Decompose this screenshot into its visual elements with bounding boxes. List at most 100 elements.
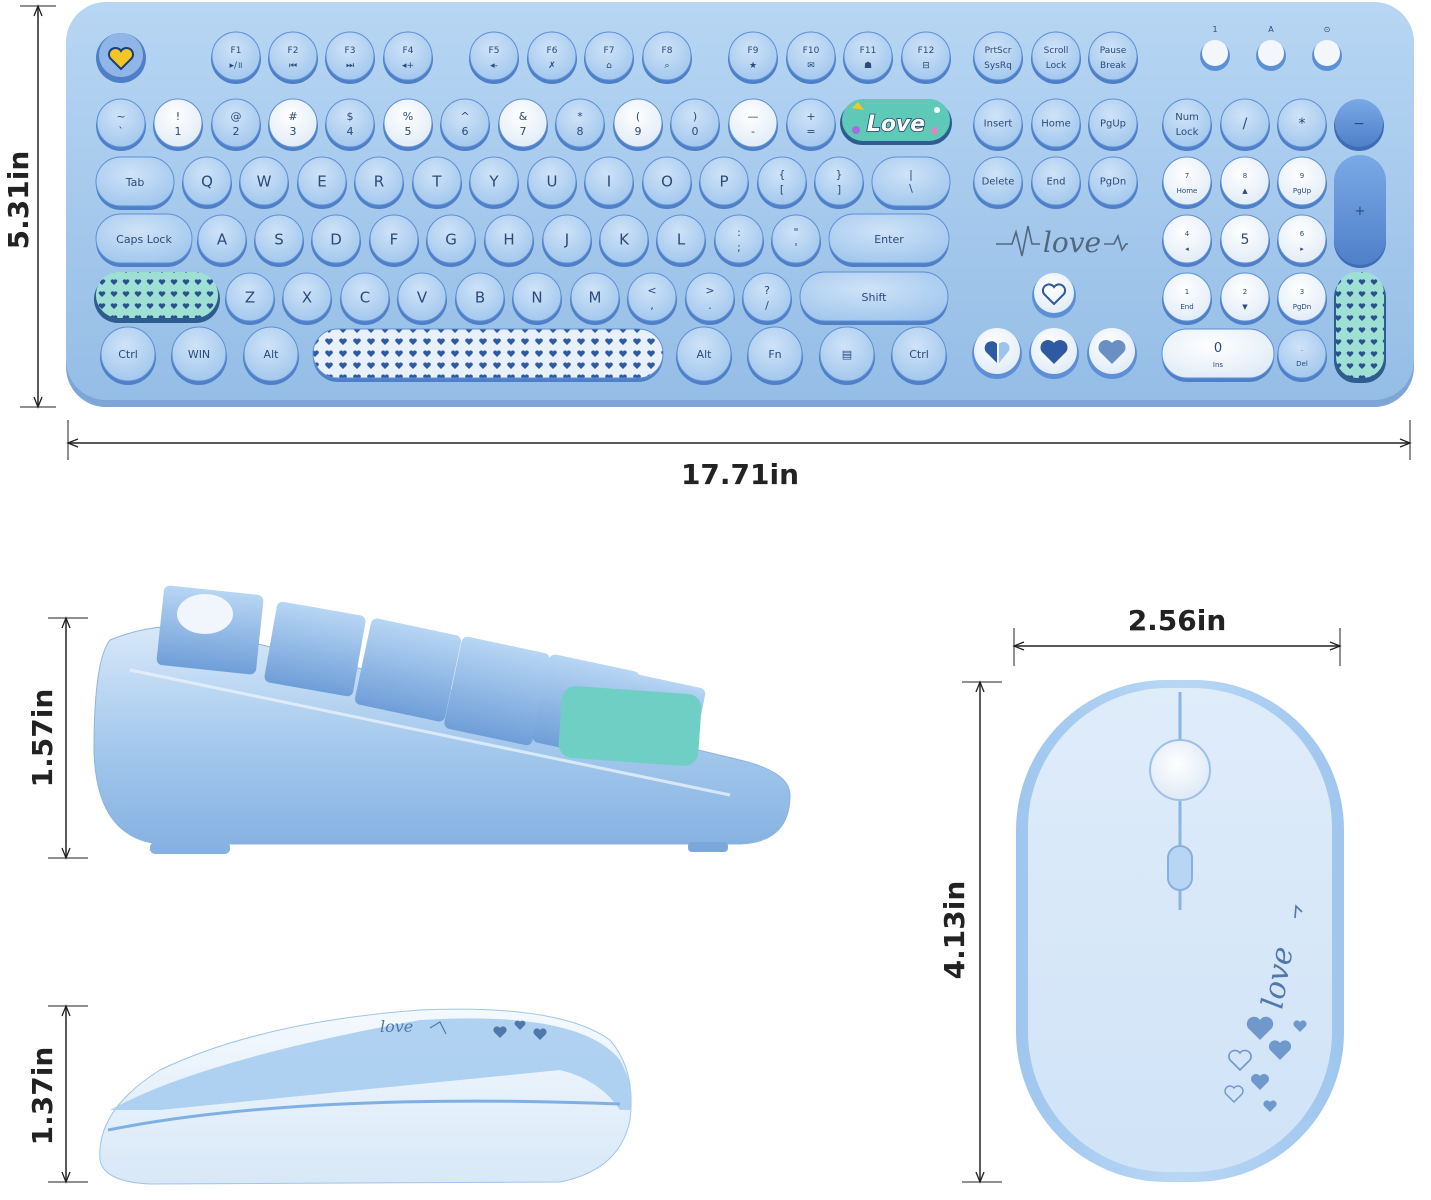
letter-key-b[interactable]: B <box>455 272 505 325</box>
letter-key-r[interactable]: R <box>354 156 404 209</box>
win-key[interactable]: WIN <box>171 326 227 385</box>
number-key-10[interactable]: )0 <box>670 98 720 151</box>
number-key-3[interactable]: #3 <box>268 98 318 151</box>
numpad-key-5[interactable]: 5 <box>1220 214 1270 267</box>
dpi-button[interactable] <box>1167 845 1193 891</box>
number-key-2[interactable]: @2 <box>211 98 261 151</box>
quote-key[interactable]: "' <box>771 214 821 267</box>
backslash-key[interactable]: |\ <box>871 156 951 210</box>
numpad-enter-heart-key[interactable] <box>1334 272 1386 383</box>
function-key-f2[interactable]: F2⏮ <box>268 31 318 84</box>
numpad-key-1[interactable]: / <box>1220 98 1270 151</box>
numpad-key-4[interactable]: 4◂ <box>1162 214 1212 267</box>
letter-key-f[interactable]: F <box>369 214 419 267</box>
function-key-f3[interactable]: F3⏭ <box>325 31 375 84</box>
scroll-wheel[interactable] <box>1149 739 1211 801</box>
letter-key-y[interactable]: Y <box>469 156 519 209</box>
letter-key-w[interactable]: W <box>239 156 289 209</box>
right-shift-key[interactable]: Shift <box>799 271 949 325</box>
number-key-12[interactable]: += <box>786 98 836 151</box>
left-shift-heart-key[interactable] <box>94 272 220 323</box>
spacebar-key[interactable] <box>312 328 664 382</box>
function-key-f4[interactable]: F4◂+ <box>383 31 433 84</box>
number-key-8[interactable]: *8 <box>555 98 605 151</box>
tab-key[interactable]: Tab <box>95 156 175 210</box>
number-key-1[interactable]: !1 <box>153 98 203 151</box>
nav-key-pgup[interactable]: PgUp <box>1088 98 1138 151</box>
semicolon-key[interactable]: :; <box>714 214 764 267</box>
function-key-f11[interactable]: F11☗ <box>843 31 893 84</box>
period-key[interactable]: >. <box>685 272 735 325</box>
letter-key-g[interactable]: G <box>426 214 476 267</box>
letter-key-d[interactable]: D <box>311 214 361 267</box>
numpad-key-2[interactable]: * <box>1277 98 1327 151</box>
letter-key-o[interactable]: O <box>642 156 692 209</box>
function-key-f1[interactable]: F1▸/॥ <box>211 31 261 84</box>
letter-key-s[interactable]: S <box>254 214 304 267</box>
letter-key-n[interactable]: N <box>512 272 562 325</box>
letter-key-i[interactable]: I <box>584 156 634 209</box>
number-key-5[interactable]: %5 <box>383 98 433 151</box>
nav-key-end[interactable]: End <box>1031 156 1081 209</box>
function-key-f10[interactable]: F10✉ <box>786 31 836 84</box>
function-key-f12[interactable]: F12⊟ <box>901 31 951 84</box>
numpad-plus-key[interactable]: + <box>1334 155 1386 268</box>
bottom-key-0[interactable]: Alt <box>676 326 732 385</box>
letter-key-c[interactable]: C <box>340 272 390 325</box>
enter-key[interactable]: Enter <box>828 213 950 267</box>
numpad-minus-key[interactable]: − <box>1334 99 1384 151</box>
left-alt-key[interactable]: Alt <box>243 326 299 385</box>
number-key-6[interactable]: ^6 <box>440 98 490 151</box>
letter-key-j[interactable]: J <box>542 214 592 267</box>
nav-key-home[interactable]: Home <box>1031 98 1081 151</box>
numpad-dot-key[interactable]: .Del <box>1277 329 1327 382</box>
letter-key-e[interactable]: E <box>297 156 347 209</box>
nav-key-delete[interactable]: Delete <box>973 156 1023 209</box>
heart-media-keys[interactable] <box>972 273 1137 379</box>
function-key-f9[interactable]: F9★ <box>728 31 778 84</box>
letter-key-l[interactable]: L <box>656 214 706 267</box>
caps-lock-key[interactable]: Caps Lock <box>95 213 193 267</box>
heart-logo-key[interactable] <box>96 33 146 83</box>
function-key-f7[interactable]: F7⌂ <box>584 31 634 84</box>
bottom-key-2[interactable]: ▤ <box>819 326 875 385</box>
letter-key-z[interactable]: Z <box>225 272 275 325</box>
number-key-0[interactable]: ~` <box>96 98 146 151</box>
nav-key-insert[interactable]: Insert <box>973 98 1023 151</box>
bottom-key-3[interactable]: Ctrl <box>891 326 947 385</box>
letter-key-x[interactable]: X <box>282 272 332 325</box>
letter-key-h[interactable]: H <box>484 214 534 267</box>
function-key-f5[interactable]: F5◂- <box>469 31 519 84</box>
nav-key-pgdn[interactable]: PgDn <box>1088 156 1138 209</box>
letter-key-v[interactable]: V <box>397 272 447 325</box>
love-decal-key[interactable]: Love <box>840 99 952 145</box>
letter-key-a[interactable]: A <box>197 214 247 267</box>
numpad-key-2[interactable]: 2▼ <box>1220 272 1270 325</box>
letter-key-p[interactable]: P <box>699 156 749 209</box>
function-key-f8[interactable]: F8⌕ <box>642 31 692 84</box>
number-key-9[interactable]: (9 <box>613 98 663 151</box>
bottom-key-1[interactable]: Fn <box>747 326 803 385</box>
letter-key-k[interactable]: K <box>599 214 649 267</box>
letter-key-u[interactable]: U <box>527 156 577 209</box>
numpad-key-8[interactable]: 8▲ <box>1220 156 1270 209</box>
letter-key-m[interactable]: M <box>570 272 620 325</box>
function-key-f6[interactable]: F6✗ <box>527 31 577 84</box>
bracket-close-key[interactable]: }] <box>814 156 864 209</box>
number-key-11[interactable]: —- <box>728 98 778 151</box>
letter-key-q[interactable]: Q <box>182 156 232 209</box>
left-ctrl-key[interactable]: Ctrl <box>100 326 156 385</box>
slash-key[interactable]: ?/ <box>742 272 792 325</box>
number-key-7[interactable]: &7 <box>498 98 548 151</box>
letter-key-t[interactable]: T <box>412 156 462 209</box>
number-key-4[interactable]: $4 <box>325 98 375 151</box>
